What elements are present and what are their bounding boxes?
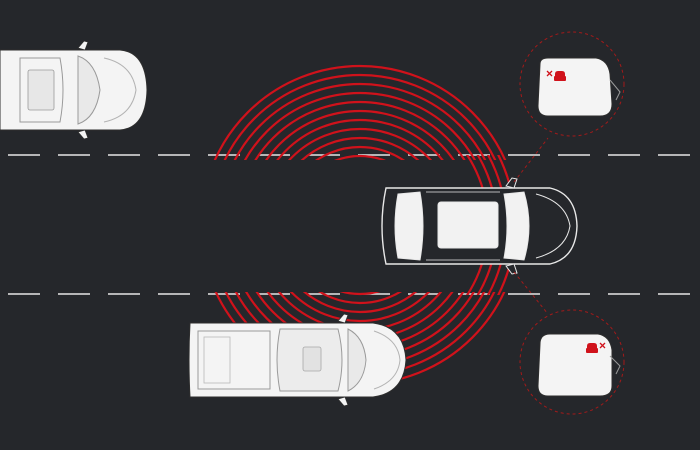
radar-arc <box>276 118 444 160</box>
radar-arc <box>233 82 487 160</box>
right-mirror-inset <box>519 309 625 415</box>
vehicle-lower-left <box>188 313 407 407</box>
radar-arc <box>300 136 420 160</box>
car-warning-icon <box>586 342 606 353</box>
radar-zone-upper <box>213 64 507 160</box>
car-warning-icon <box>546 70 566 81</box>
radar-arc <box>317 292 403 305</box>
vehicle-upper-left <box>0 40 148 140</box>
radar-arc <box>254 100 466 160</box>
radar-arc <box>223 73 497 160</box>
radar-arc <box>333 154 387 160</box>
radar-arc <box>314 145 406 160</box>
radar-arc <box>287 127 433 160</box>
radar-arc <box>265 109 455 160</box>
radar-arc <box>243 91 477 160</box>
left-mirror-inset <box>519 31 625 137</box>
radar-arc <box>289 292 431 323</box>
radar-arc <box>302 292 418 314</box>
radar-arc <box>339 292 381 296</box>
radar-arc <box>213 64 507 160</box>
ego-vehicle <box>381 177 578 275</box>
